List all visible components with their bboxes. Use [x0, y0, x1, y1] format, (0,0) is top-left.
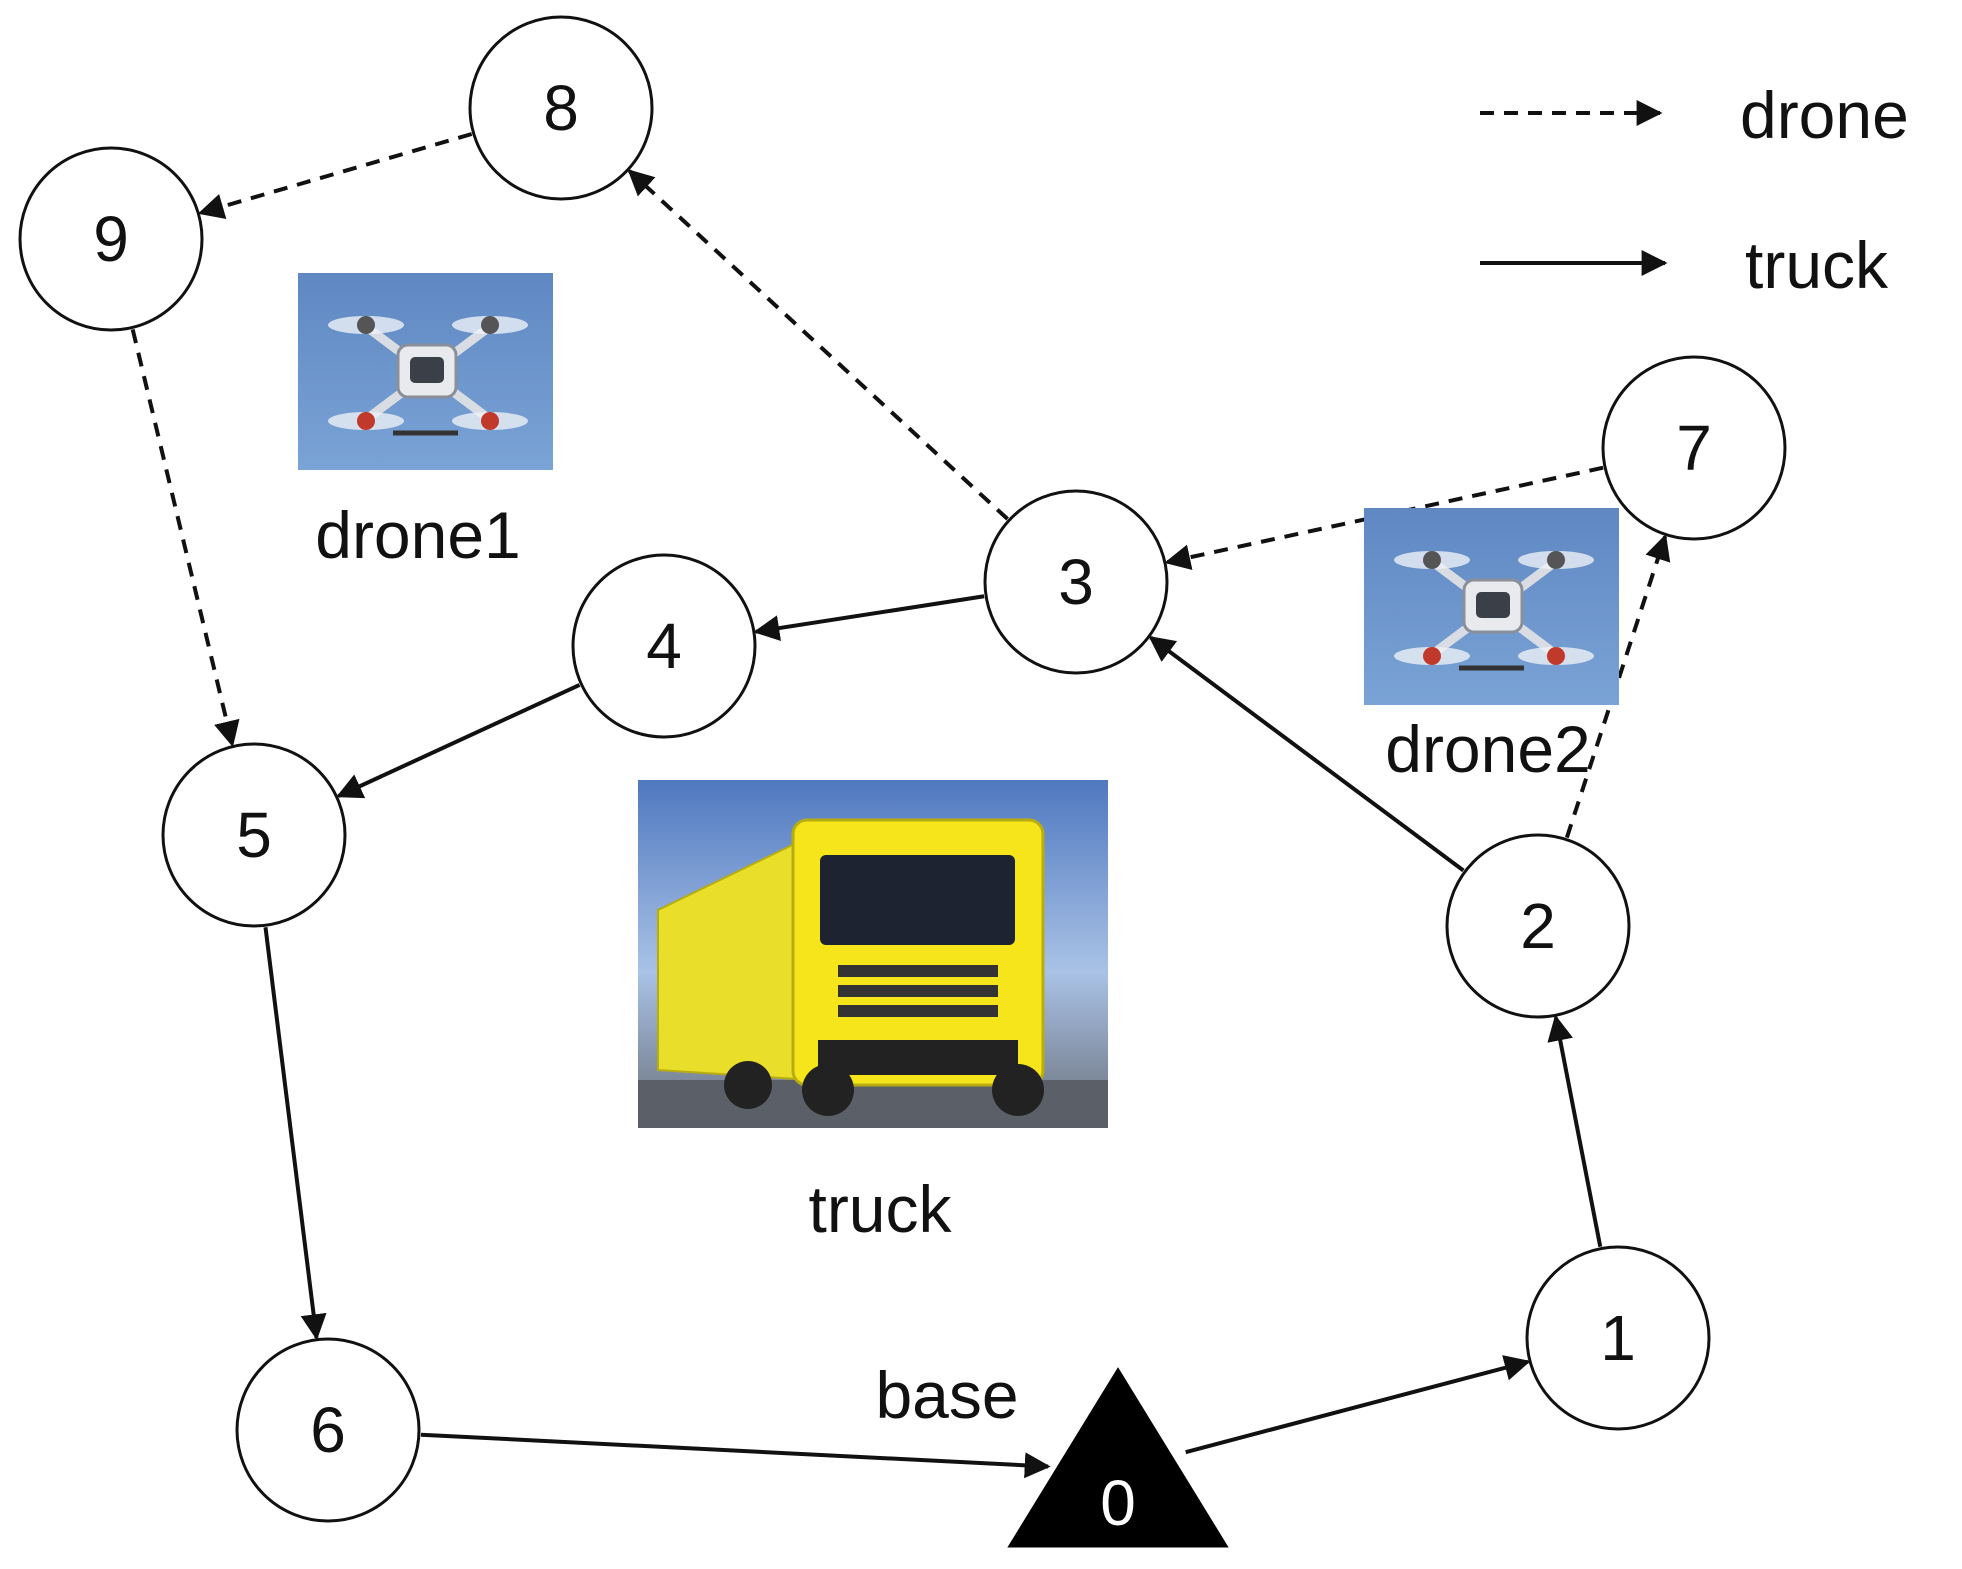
node-6: 6 [235, 1337, 421, 1523]
node-0-base: 0 [1007, 1367, 1229, 1548]
node-2: 2 [1445, 833, 1631, 1019]
edge-truck-2-to-3 [1148, 635, 1465, 873]
edge-drone-9-to-5 [130, 328, 240, 748]
node-1: 1 [1525, 1245, 1711, 1431]
node-7: 7 [1601, 355, 1787, 541]
edge-truck-6-to-0 [420, 1432, 1051, 1479]
edge-truck-0-to-1 [1185, 1355, 1531, 1455]
node-7-label: 7 [1676, 412, 1712, 484]
node-5: 5 [161, 742, 347, 928]
edge-truck-3-to-4 [753, 594, 985, 641]
node-3-label: 3 [1058, 546, 1094, 618]
node-1-label: 1 [1600, 1302, 1636, 1374]
base-label: base [875, 1358, 1018, 1432]
node-6-label: 6 [310, 1394, 346, 1466]
node-5-label: 5 [236, 799, 272, 871]
drone2-label: drone2 [1385, 712, 1591, 786]
edges-layer [130, 132, 1671, 1479]
truck-photo-icon [638, 780, 1108, 1128]
legend: drone truck [1480, 78, 1909, 302]
node-4-label: 4 [646, 610, 682, 682]
node-9-label: 9 [93, 203, 129, 275]
edge-truck-4-to-5 [336, 683, 581, 799]
edge-truck-5-to-6 [263, 927, 327, 1341]
edge-truck-1-to-2 [1547, 1014, 1603, 1248]
node-4: 4 [571, 553, 757, 739]
legend-drone-label: drone [1740, 78, 1909, 152]
drone1-label: drone1 [315, 498, 521, 572]
node-8: 8 [468, 15, 654, 201]
node-9: 9 [18, 146, 204, 332]
drone2-photo-icon [1364, 508, 1619, 705]
legend-truck-label: truck [1745, 228, 1889, 302]
node-2-label: 2 [1520, 890, 1556, 962]
truck-image-label: truck [808, 1172, 952, 1246]
edge-drone-3-to-8 [627, 169, 1009, 521]
edge-drone-2-to-7 [1564, 533, 1671, 839]
node-8-label: 8 [543, 72, 579, 144]
node-3: 3 [983, 489, 1169, 675]
drone1-photo-icon [298, 273, 553, 470]
node-0-label: 0 [1100, 1467, 1136, 1539]
edge-drone-8-to-9 [197, 132, 473, 219]
